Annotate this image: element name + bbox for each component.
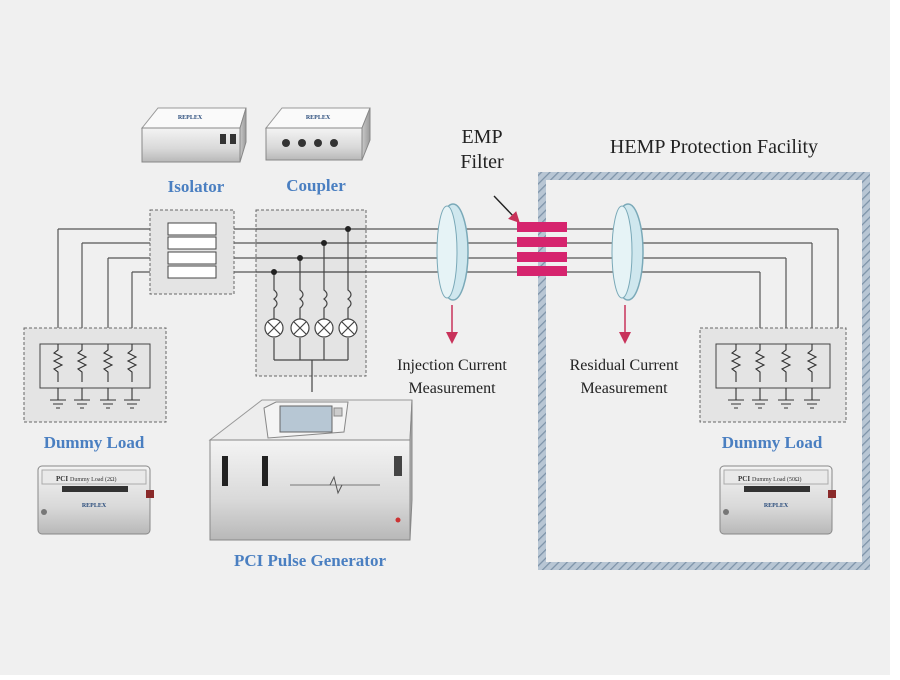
dummy-load-right-device: PCI Dummy Load (50Ω) REPLEX	[719, 465, 836, 535]
dummy-left-brand: REPLEX	[82, 503, 107, 509]
emp-filter-pointer	[493, 195, 520, 224]
facility-title: HEMP Protection Facility	[610, 136, 818, 158]
coupler-label: Coupler	[286, 176, 346, 195]
dummy-right-sub: Dummy Load (50Ω)	[752, 476, 801, 483]
injection-label-line1: Injection Current	[397, 357, 507, 374]
dummy-load-left-schematic	[23, 327, 167, 423]
dummy-left-sub: Dummy Load (2Ω)	[70, 476, 116, 483]
emp-filter	[517, 222, 567, 276]
injection-current-probe	[436, 203, 469, 344]
residual-label-line1: Residual Current	[570, 357, 679, 374]
coupler-brand: REPLEX	[306, 115, 331, 121]
isolator-block	[149, 209, 235, 295]
pulse-generator-device	[208, 399, 413, 541]
emp-filter-label-line2: Filter	[460, 151, 504, 173]
dummy-right-brand: REPLEX	[764, 503, 789, 509]
coupler-device: REPLEX	[264, 107, 371, 161]
isolator-device: REPLEX	[140, 107, 247, 163]
residual-current-probe	[611, 203, 644, 344]
pulse-generator-label: PCI Pulse Generator	[234, 551, 386, 570]
dummy-load-left-device: PCI Dummy Load (2Ω) REPLEX	[37, 465, 154, 535]
dummy-load-right-schematic	[699, 327, 847, 423]
pulse-generator-controller	[263, 401, 349, 439]
dummy-left-tag: PCI	[56, 475, 68, 483]
isolator-label: Isolator	[168, 177, 225, 196]
dummy-load-right-label: Dummy Load	[722, 433, 823, 452]
injection-label-line2: Measurement	[408, 380, 496, 397]
dummy-load-left-label: Dummy Load	[44, 433, 145, 452]
residual-label-line2: Measurement	[580, 380, 668, 397]
isolator-brand: REPLEX	[178, 115, 203, 121]
dummy-right-tag: PCI	[738, 475, 750, 483]
emp-filter-label-line1: EMP	[461, 126, 502, 148]
coupler-block	[255, 209, 367, 392]
